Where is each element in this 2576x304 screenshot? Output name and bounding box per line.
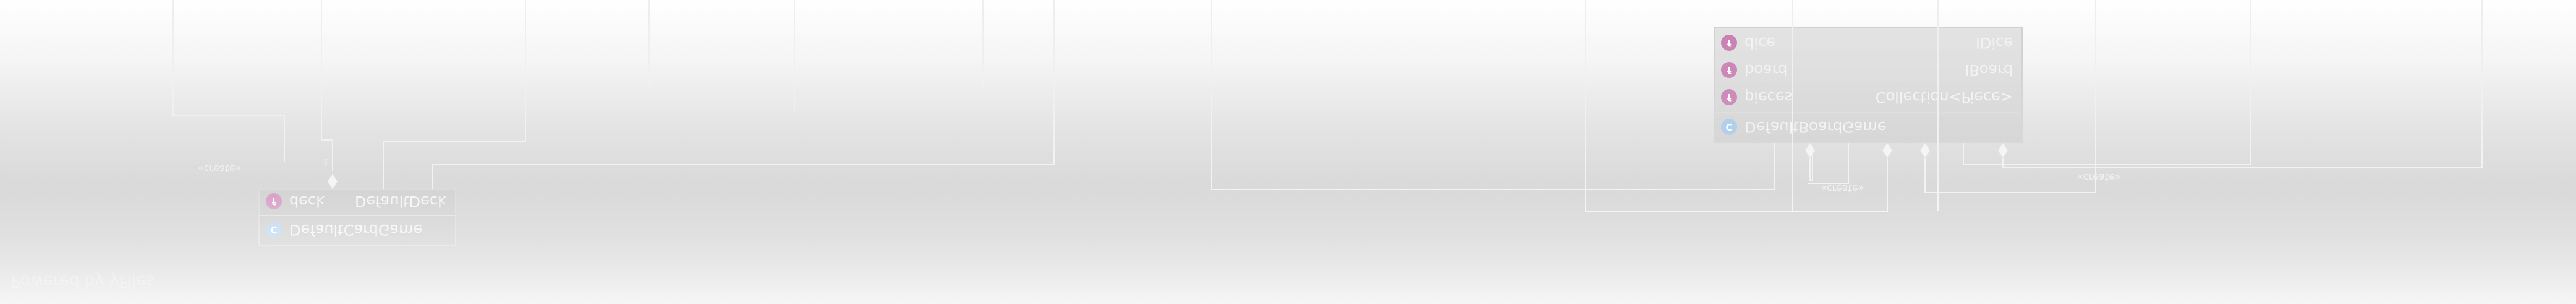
multiplicity-label: 1 <box>323 156 329 168</box>
edge-line <box>172 0 285 162</box>
edge-line <box>1924 0 2096 193</box>
composition-diamond <box>327 173 338 189</box>
composition-diamond <box>1882 142 1893 159</box>
create-label-mid: «create» <box>1821 183 1864 194</box>
edge-line <box>383 0 526 189</box>
composition-diamond <box>1919 142 1931 159</box>
edge-line <box>1963 0 2251 165</box>
create-label-right: «create» <box>2077 172 2120 183</box>
edge-line <box>1585 0 1888 212</box>
create-label-left: «create» <box>198 163 241 175</box>
edge-line <box>321 0 333 171</box>
composition-diamond <box>1997 142 2009 159</box>
edge-line <box>2002 0 2483 168</box>
composition-diamond <box>1804 142 1816 159</box>
edge-line <box>1211 0 1775 190</box>
